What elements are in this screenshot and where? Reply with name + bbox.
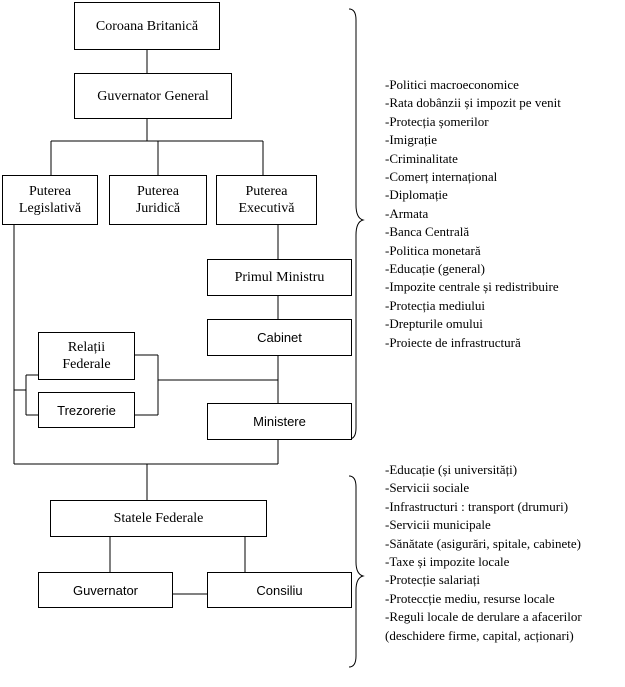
federal-responsibility-item: -Drepturile omului <box>385 316 483 332</box>
node-prime-minister: Primul Ministru <box>207 259 352 296</box>
node-treasury-label: Trezorerie <box>57 402 116 418</box>
federal-responsibilities-list: -Politici macroeconomice -Rata dobânzii ș… <box>385 76 621 352</box>
node-governor-general: Guvernator General <box>74 73 232 119</box>
state-responsibilities-list: -Educație (și universități) -Servicii soc… <box>385 461 589 645</box>
federal-responsibility-item: -Diplomație <box>385 187 448 203</box>
federal-responsibility-item: -Protecția mediului <box>385 297 486 313</box>
state-responsibility-item: -Protecție salariați <box>385 572 480 588</box>
federal-responsibility-item: -Imigrație <box>385 132 437 148</box>
brace-states <box>348 475 365 668</box>
node-ministries-label: Ministere <box>253 414 306 429</box>
state-responsibility-item: -Infrastructuri : transport (drumuri) <box>385 498 569 514</box>
state-responsibility-item: -Servicii sociale <box>385 480 470 496</box>
node-federal-states: Statele Federale <box>50 500 267 537</box>
federal-responsibility-item: -Politici macroeconomice <box>385 77 519 92</box>
node-council: Consiliu <box>207 572 352 608</box>
node-crown-label: Coroana Britanică <box>95 18 199 34</box>
federal-responsibility-item: -Protecția șomerilor <box>385 113 489 129</box>
node-legislative-label: Puterea Legislativă <box>18 184 82 216</box>
node-prime-minister-label: Primul Ministru <box>234 270 325 285</box>
federal-responsibility-item: -Criminalitate <box>385 150 458 166</box>
federal-responsibility-item: -Banca Centrală <box>385 224 470 240</box>
node-governor-general-label: Guvernator General <box>97 88 209 104</box>
node-governor-label: Guvernator <box>72 582 139 598</box>
state-responsibility-item: -Reguli locale de derulare a afacerilor … <box>385 609 582 643</box>
node-crown: Coroana Britanică <box>74 2 220 50</box>
node-judicial: Puterea Juridică <box>109 175 207 225</box>
federal-responsibility-item: -Educație (general) <box>385 261 485 277</box>
node-judicial-label: Puterea Juridică <box>135 184 181 216</box>
node-federal-relations-label: Relații Federale <box>62 340 111 372</box>
node-governor: Guvernator <box>38 572 173 608</box>
federal-responsibility-item: -Politica monetară <box>385 242 481 258</box>
node-federal-states-label: Statele Federale <box>113 511 204 526</box>
node-executive-label: Puterea Executivă <box>238 184 295 216</box>
node-ministries: Ministere <box>207 403 352 440</box>
federal-responsibility-item: -Armata <box>385 205 429 221</box>
state-responsibility-item: -Servicii municipale <box>385 517 491 533</box>
node-council-label: Consiliu <box>256 582 303 598</box>
node-executive: Puterea Executivă <box>216 175 317 225</box>
federal-responsibility-item: -Impozite centrale și redistribuire <box>385 279 559 295</box>
node-cabinet: Cabinet <box>207 319 352 356</box>
federal-responsibility-item: -Comerț internațional <box>385 169 498 185</box>
federal-responsibility-item: -Rata dobânzii și impozit pe venit <box>385 95 561 111</box>
node-cabinet-label: Cabinet <box>257 330 302 345</box>
state-responsibility-item: -Educație (și universități) <box>385 462 518 477</box>
node-legislative: Puterea Legislativă <box>2 175 98 225</box>
node-federal-relations: Relații Federale <box>38 332 135 380</box>
state-responsibility-item: -Sănătate (asigurări, spitale, cabinete) <box>385 535 581 551</box>
state-responsibility-item: -Taxe și impozite locale <box>385 554 510 570</box>
federal-responsibility-item: -Proiecte de infrastructură <box>385 334 521 350</box>
state-responsibility-item: -Proteccție mediu, resurse locale <box>385 590 555 606</box>
node-treasury: Trezorerie <box>38 392 135 428</box>
brace-federal <box>348 8 365 440</box>
